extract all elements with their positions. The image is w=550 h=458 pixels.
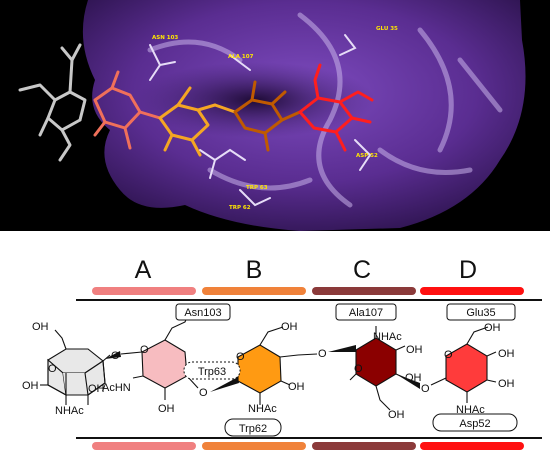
link-o-bc: O [199,387,208,399]
wedge-a-b [105,351,121,359]
top-bar-d [420,287,524,295]
residue-glu35: Glu35 [446,303,516,321]
ring-a-ring-o: O [48,363,57,375]
sugar-ring-b [132,314,199,400]
ring-b-acnh: AcHN [102,382,131,394]
bond-ab [120,351,143,355]
ring-b-ring-o: O [140,344,149,356]
ring-d-oh-bottom: OH [388,409,405,421]
ring-c-nhac: NHAc [248,403,277,415]
top-bar-b [202,287,306,295]
sugar-ring-c [237,326,299,405]
ring-e-oh-right: OH [498,378,515,390]
wedge-c-d [328,345,356,352]
ligand-residue-red [298,63,374,152]
residue-ala107: Ala107 [335,303,397,321]
residue-label-trp62: Trp62 [239,423,267,435]
ring-a-nhac: NHAc [55,405,84,417]
wedge-b-c [210,377,239,392]
link-o-ab: O [111,350,120,362]
sugar-ring-e [445,326,497,403]
ring-e-ring-o: O [444,349,453,361]
residue-asn103: Asn103 [175,303,231,321]
ring-c-ring-o: O [236,351,245,363]
protein-ribbons [147,12,503,208]
residue-trp62: Trp62 [224,418,282,437]
ring-c-oh-top: OH [281,321,298,333]
protein-ligand-render: ASN 103 ALA 107 GLU 35 ASP 52 TRP 63 TRP… [0,0,550,231]
top-bar-a [92,287,196,295]
ligand-residue-salmon [93,70,162,150]
residue-asp52: Asp52 [432,413,518,432]
render-label-trp63: TRP 63 [246,185,268,191]
ring-e-nhac: NHAc [456,404,485,416]
residue-label-trp63: Trp63 [198,366,226,378]
residue-label-glu35: Glu35 [466,307,495,319]
render-label-asn103: ASN 103 [152,35,178,41]
bond-de [430,377,447,386]
render-label-ala107: ALA 107 [228,54,254,60]
render-label-trp62: TRP 62 [229,205,251,211]
top-bar-c [312,287,416,295]
residue-label-asp52: Asp52 [459,418,490,430]
bond-cd-left [297,353,318,356]
ring-b-oh-bottom: OH [158,403,175,415]
subsite-label-c: C [353,256,371,284]
protein-sidechains [149,34,372,207]
link-o-cd: O [318,348,327,360]
residue-label-asn103: Asn103 [184,307,221,319]
render-label-glu35: GLU 35 [376,26,398,32]
render-label-asp52: ASP 52 [356,153,378,159]
bottom-bar-c [312,442,416,450]
link-o-de: O [421,383,430,395]
ring-c-oh-right: OH [288,381,305,393]
ring-d-oh-right-top: OH [406,344,423,356]
ligand-residue-grey [18,43,87,162]
ring-e-oh-top: OH [484,322,501,334]
subsite-label-d: D [459,256,477,284]
subsite-label-b: B [246,256,263,284]
subsite-label-a: A [135,256,152,284]
sugar-ring-a [40,329,111,405]
bottom-bar-d [420,442,524,450]
ring-a-oh-right: OH [88,383,105,395]
ring-d-nhac: NHAc [373,331,402,343]
binding-site-schematic: A B C D OH O OH OH NHAc O O O [22,256,542,450]
ring-e-oh-right-top: OH [498,348,515,360]
ring-d-ring-o: O [354,363,363,375]
residue-trp63: Trp63 [183,361,241,380]
bottom-bar-a [92,442,196,450]
ring-a-oh-left: OH [22,380,39,392]
ligand-residue-orange [158,86,237,157]
bottom-bar-b [202,442,306,450]
ligand-residue-darkorange [233,80,302,152]
residue-label-ala107: Ala107 [349,307,383,319]
ring-a-oh-top: OH [32,321,49,333]
wedge-d-e [396,374,420,389]
